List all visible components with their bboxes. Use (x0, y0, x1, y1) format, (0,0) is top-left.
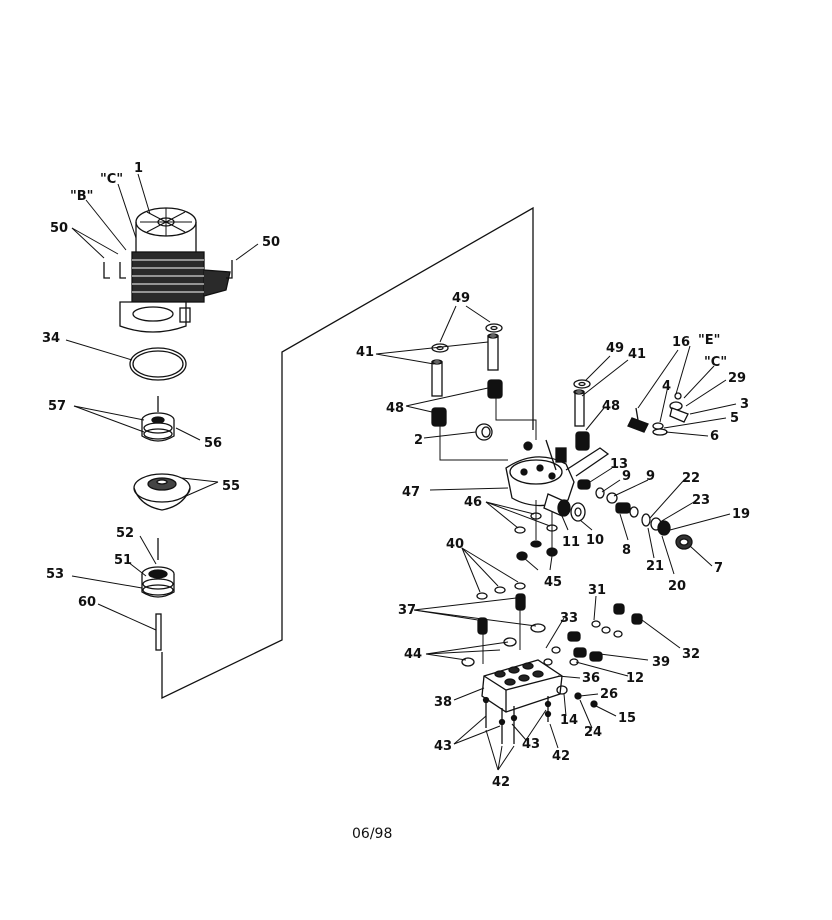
label-11: 11 (562, 535, 580, 550)
label-41-right: 41 (628, 347, 646, 362)
label-29: 29 (728, 371, 746, 386)
bolts-42-43 (482, 696, 552, 744)
label-2: 2 (414, 433, 423, 448)
label-37: 37 (398, 603, 416, 618)
label-43-left: 43 (434, 739, 452, 754)
cam-plate-55 (133, 473, 191, 511)
label-50-right: 50 (262, 235, 280, 250)
unloader-assembly (627, 392, 689, 436)
label-7: 7 (714, 561, 723, 576)
o-ring-34 (129, 347, 187, 381)
label-9-b: 9 (646, 469, 655, 484)
label-21: 21 (646, 559, 664, 574)
label-45: 45 (544, 575, 562, 590)
assembly-guide-line (161, 206, 534, 700)
label-e: "E" (698, 333, 720, 348)
label-50-left: 50 (50, 221, 68, 236)
springs-48 (431, 379, 590, 451)
manifold-plugs (543, 603, 643, 708)
label-33: 33 (560, 611, 578, 626)
label-13: 13 (610, 457, 628, 472)
label-39: 39 (652, 655, 670, 670)
label-c-right: "C" (704, 355, 727, 370)
label-55: 55 (222, 479, 240, 494)
label-36: 36 (582, 671, 600, 686)
bearing-stack-56 (141, 396, 175, 442)
label-4: 4 (662, 379, 671, 394)
label-3: 3 (740, 397, 749, 412)
label-53: 53 (46, 567, 64, 582)
label-16: 16 (672, 335, 690, 350)
label-47: 47 (402, 485, 420, 500)
label-20: 20 (668, 579, 686, 594)
label-41-left: 41 (356, 345, 374, 360)
label-23: 23 (692, 493, 710, 508)
label-34: 34 (42, 331, 60, 346)
label-6: 6 (710, 429, 719, 444)
label-24: 24 (584, 725, 602, 740)
motor-assembly (103, 207, 233, 333)
pistons-41 (431, 333, 585, 427)
pump-housing-47 (505, 439, 610, 507)
label-8: 8 (622, 543, 631, 558)
label-57: 57 (48, 399, 66, 414)
label-46: 46 (464, 495, 482, 510)
label-51: 51 (114, 553, 132, 568)
label-32: 32 (682, 647, 700, 662)
pin-60 (155, 613, 162, 651)
label-48-right: 48 (602, 399, 620, 414)
fittings-10-11 (543, 493, 586, 522)
label-42-bottom: 42 (492, 775, 510, 790)
washers-49 (431, 323, 591, 389)
label-48-left: 48 (386, 401, 404, 416)
label-5: 5 (730, 411, 739, 426)
label-b: "B" (70, 189, 93, 204)
seals-45-46 (514, 500, 558, 561)
label-9-a: 9 (622, 469, 631, 484)
label-38: 38 (434, 695, 452, 710)
label-49-right: 49 (606, 341, 624, 356)
label-43-right: 43 (522, 737, 540, 752)
label-26: 26 (600, 687, 618, 702)
label-15: 15 (618, 711, 636, 726)
label-31: 31 (588, 583, 606, 598)
label-19: 19 (732, 507, 750, 522)
label-56: 56 (204, 436, 222, 451)
label-60: 60 (78, 595, 96, 610)
label-42-right: 42 (552, 749, 570, 764)
washers-40-44 (461, 582, 546, 667)
label-52: 52 (116, 526, 134, 541)
label-1: 1 (134, 161, 143, 176)
label-40: 40 (446, 537, 464, 552)
label-12: 12 (626, 671, 644, 686)
label-49-top: 49 (452, 291, 470, 306)
date-code: 06/98 (352, 826, 393, 842)
label-44: 44 (404, 647, 422, 662)
label-22: 22 (682, 471, 700, 486)
bearing-assembly-51 (141, 538, 175, 598)
label-c-top: "C" (100, 172, 123, 187)
valve-train (577, 479, 693, 550)
label-14: 14 (560, 713, 578, 728)
label-10: 10 (586, 533, 604, 548)
